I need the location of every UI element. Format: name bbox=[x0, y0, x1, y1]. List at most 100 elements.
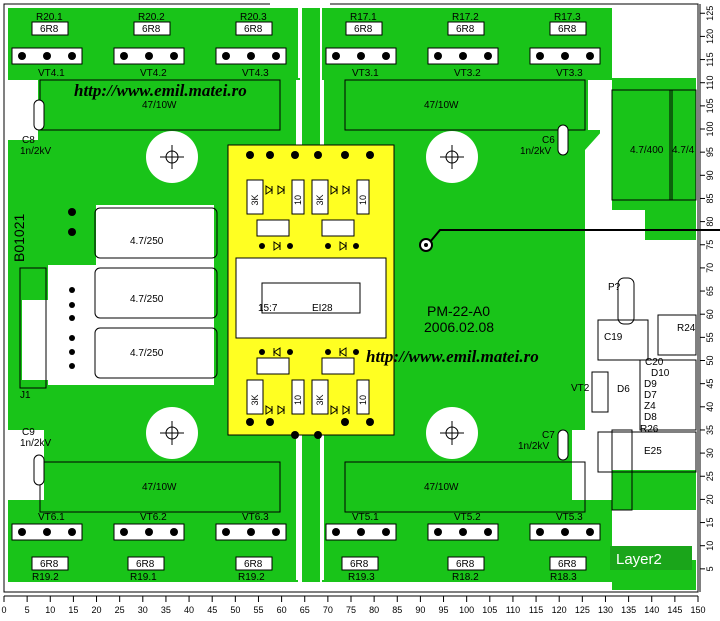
svg-text:VT6.3: VT6.3 bbox=[242, 512, 269, 523]
svg-text:P?: P? bbox=[608, 282, 621, 293]
svg-text:6R8: 6R8 bbox=[244, 559, 263, 570]
svg-text:6R8: 6R8 bbox=[142, 24, 161, 35]
svg-text:47/10W: 47/10W bbox=[424, 100, 459, 111]
ruler-bottom-label: 110 bbox=[506, 605, 520, 615]
ruler-bottom-label: 90 bbox=[415, 605, 425, 615]
svg-text:10: 10 bbox=[293, 195, 303, 205]
svg-text:VT5.3: VT5.3 bbox=[556, 512, 583, 523]
svg-text:D7: D7 bbox=[644, 390, 657, 401]
svg-text:C9: C9 bbox=[22, 427, 35, 438]
svg-text:47/10W: 47/10W bbox=[142, 100, 177, 111]
svg-text:3K: 3K bbox=[250, 394, 260, 405]
ruler-bottom-label: 35 bbox=[161, 605, 171, 615]
svg-text:3K: 3K bbox=[250, 194, 260, 205]
svg-text:3K: 3K bbox=[315, 194, 325, 205]
svg-text:4.7/250: 4.7/250 bbox=[130, 348, 164, 359]
ruler-right-label: 100 bbox=[705, 121, 715, 136]
ruler-bottom-label: 20 bbox=[92, 605, 102, 615]
transformer-core-label: EI28 bbox=[312, 303, 333, 314]
layer-badge-box bbox=[610, 546, 692, 570]
ruler-bottom-label: 130 bbox=[598, 605, 613, 615]
ruler-bottom-label: 145 bbox=[667, 605, 682, 615]
watermark-middle: http://www.emil.matei.ro bbox=[366, 347, 539, 366]
ruler-right-label: 15 bbox=[705, 518, 715, 528]
resistors-250 bbox=[94, 207, 218, 379]
ruler-right-label: 105 bbox=[705, 98, 715, 113]
svg-text:10: 10 bbox=[293, 395, 303, 405]
right-components bbox=[591, 277, 697, 511]
ruler-bottom-label: 135 bbox=[621, 605, 636, 615]
board-id: PM-22-A0 bbox=[427, 303, 490, 319]
ruler-bottom-label: 120 bbox=[552, 605, 567, 615]
board-date: 2006.02.08 bbox=[424, 319, 494, 335]
ruler-bottom-label: 25 bbox=[115, 605, 125, 615]
svg-text:R17.2: R17.2 bbox=[452, 12, 479, 23]
transformer-body bbox=[235, 257, 387, 339]
ruler-bottom-label: 140 bbox=[644, 605, 659, 615]
svg-text:D8: D8 bbox=[644, 412, 657, 423]
ruler-right-label: 45 bbox=[705, 379, 715, 389]
ruler-bottom-label: 40 bbox=[184, 605, 194, 615]
svg-text:6R8: 6R8 bbox=[40, 559, 59, 570]
ruler-right-label: 55 bbox=[705, 332, 715, 342]
svg-text:6R8: 6R8 bbox=[456, 24, 475, 35]
svg-text:D6: D6 bbox=[617, 384, 630, 395]
svg-text:4.7/250: 4.7/250 bbox=[130, 294, 164, 305]
svg-text:VT2: VT2 bbox=[571, 383, 590, 394]
power-resistor-labels: 47/10W 47/10W 47/10W 47/10W bbox=[142, 100, 459, 493]
svg-text:VT3.1: VT3.1 bbox=[352, 68, 379, 79]
ruler-right-label: 125 bbox=[705, 6, 715, 21]
ruler-bottom-label: 0 bbox=[1, 605, 6, 615]
ruler-bottom-label: 50 bbox=[230, 605, 240, 615]
ruler-bottom-label: 125 bbox=[575, 605, 590, 615]
svg-text:4.7/4: 4.7/4 bbox=[672, 145, 695, 156]
ruler-right-label: 60 bbox=[705, 309, 715, 319]
svg-text:R17.1: R17.1 bbox=[350, 12, 377, 23]
svg-text:C6: C6 bbox=[542, 135, 555, 146]
svg-text:E25: E25 bbox=[644, 446, 662, 457]
svg-text:1n/2kV: 1n/2kV bbox=[518, 441, 549, 452]
svg-text:4.7/250: 4.7/250 bbox=[130, 236, 164, 247]
svg-text:J1: J1 bbox=[20, 390, 31, 401]
svg-text:VT4.1: VT4.1 bbox=[38, 68, 65, 79]
svg-text:VT3.3: VT3.3 bbox=[556, 68, 583, 79]
ruler-right-label: 20 bbox=[705, 494, 715, 504]
svg-text:6R8: 6R8 bbox=[244, 24, 263, 35]
svg-text:R17.3: R17.3 bbox=[554, 12, 581, 23]
svg-text:3K: 3K bbox=[315, 394, 325, 405]
svg-text:R19.3: R19.3 bbox=[348, 572, 375, 583]
transformer-ratio: 15:7 bbox=[258, 303, 278, 314]
ruler-bottom-label: 60 bbox=[277, 605, 287, 615]
ruler-bottom-label: 115 bbox=[529, 605, 543, 615]
svg-text:6R8: 6R8 bbox=[558, 24, 577, 35]
svg-text:R19.2: R19.2 bbox=[32, 572, 59, 583]
svg-text:D9: D9 bbox=[644, 379, 657, 390]
svg-text:R19.2: R19.2 bbox=[238, 572, 265, 583]
ruler-bottom-label: 45 bbox=[207, 605, 217, 615]
ruler-right-label: 65 bbox=[705, 286, 715, 296]
ruler-right-label: 25 bbox=[705, 471, 715, 481]
ruler-right: 1251201151101051009590858075706560555045… bbox=[699, 4, 715, 592]
ruler-right-label: 5 bbox=[705, 566, 715, 571]
driver-diodes bbox=[265, 185, 350, 415]
watermark-top: http://www.emil.matei.ro bbox=[74, 81, 247, 100]
ruler-right-label: 30 bbox=[705, 448, 715, 458]
right-labels: P? C19 R24 C20 D10 D9 D7 Z4 D8 D6 R26 VT… bbox=[571, 282, 696, 457]
svg-text:4.7/400: 4.7/400 bbox=[630, 145, 664, 156]
ruler-bottom-label: 10 bbox=[45, 605, 55, 615]
power-resistor-bodies bbox=[39, 79, 586, 513]
svg-text:R20.2: R20.2 bbox=[138, 12, 165, 23]
ruler-bottom-label: 65 bbox=[300, 605, 310, 615]
svg-text:1n/2kV: 1n/2kV bbox=[20, 438, 51, 449]
driver-pads bbox=[246, 151, 374, 439]
svg-text:6R8: 6R8 bbox=[456, 559, 475, 570]
ruler-right-label: 110 bbox=[705, 76, 715, 90]
connector-j1 bbox=[19, 267, 47, 389]
transistor-labels: VT4.1 VT4.2 VT4.3 VT3.1 VT3.2 VT3.3 VT6.… bbox=[38, 68, 583, 523]
transistor-pads bbox=[18, 52, 594, 536]
svg-text:C20: C20 bbox=[645, 357, 664, 368]
layer-badge: Layer2 bbox=[616, 551, 662, 568]
svg-text:C7: C7 bbox=[542, 430, 555, 441]
